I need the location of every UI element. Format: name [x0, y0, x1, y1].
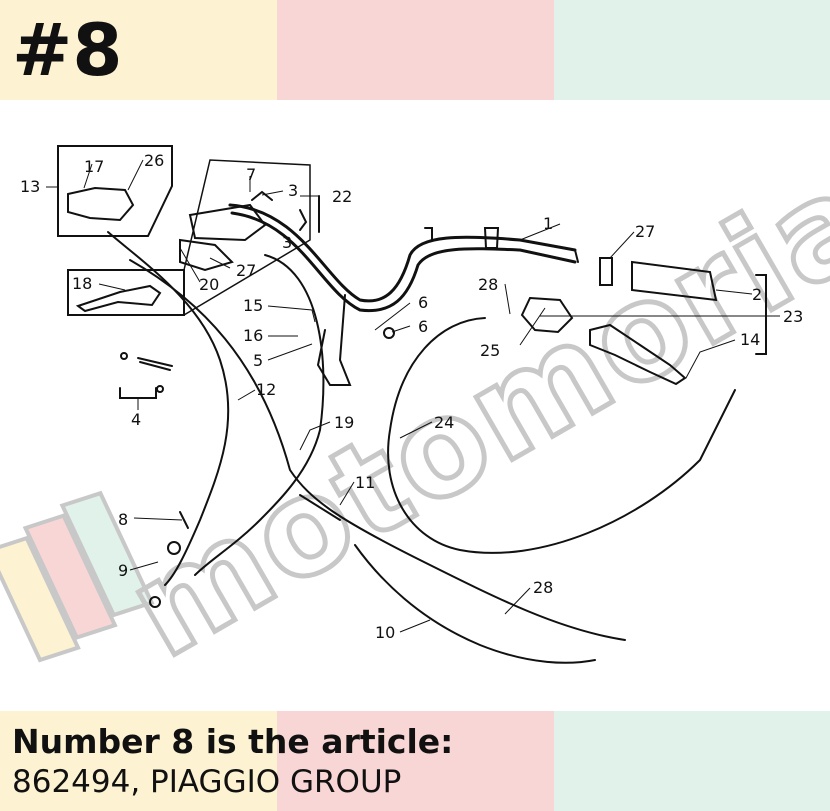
callout-11: 11: [355, 473, 375, 492]
callout-3-upper: 3: [288, 181, 298, 200]
band-pink: [277, 0, 554, 100]
callout-7: 7: [246, 165, 256, 184]
part-number-badge: #8: [12, 8, 123, 92]
callout-27-left: 27: [236, 261, 256, 280]
callout-6-right: 6: [418, 317, 428, 336]
callout-25: 26: [144, 151, 164, 170]
callout-3-lower: 3: [282, 233, 292, 252]
callout-24: 25: [480, 341, 500, 360]
callout-16: 16: [243, 326, 263, 345]
callout-10: 10: [375, 623, 395, 642]
callout-21: 22: [332, 187, 352, 206]
callout-5-left: 5: [253, 351, 263, 370]
callout-8: 8: [118, 510, 128, 529]
callout-1: 1: [543, 214, 553, 233]
watermark-text: motomoria: [104, 141, 830, 688]
callout-28: 28: [533, 578, 553, 597]
exploded-parts-diagram: motomoria: [0, 138, 830, 690]
parts-linework: [57, 145, 767, 664]
watermark: motomoria: [0, 138, 830, 690]
callout-26: 27: [635, 222, 655, 241]
callout-13: 13: [20, 177, 40, 196]
band-yellow: [0, 0, 277, 100]
callout-23: 24: [434, 413, 454, 432]
callout-5-right: 6: [418, 293, 428, 312]
callout-22: 23: [783, 307, 803, 326]
band-mint: [554, 711, 830, 811]
callout-14: 14: [740, 330, 760, 349]
callout-17: 17: [84, 157, 104, 176]
callout-12: 12: [256, 380, 276, 399]
caption-title: Number 8 is the article:: [12, 722, 454, 761]
callout-labels: 13 17 26 7 3 3 22 1 27 2 23 14 28 25 6 6…: [20, 151, 803, 642]
bottom-color-band: [0, 711, 830, 811]
caption-detail: 862494, PIAGGIO GROUP: [12, 764, 402, 800]
leader-lines: [46, 159, 780, 633]
callout-4: 4: [131, 410, 141, 429]
callout-9: 9: [118, 561, 128, 580]
callout-19: 19: [334, 413, 354, 432]
callout-2: 2: [752, 285, 762, 304]
callout-18: 18: [72, 274, 92, 293]
callout-15: 15: [243, 296, 263, 315]
band-pink: [277, 711, 554, 811]
callout-20: 20: [199, 275, 219, 294]
band-mint: [554, 0, 830, 100]
callout-27-right: 28: [478, 275, 498, 294]
top-color-band: [0, 0, 830, 100]
band-yellow: [0, 711, 277, 811]
